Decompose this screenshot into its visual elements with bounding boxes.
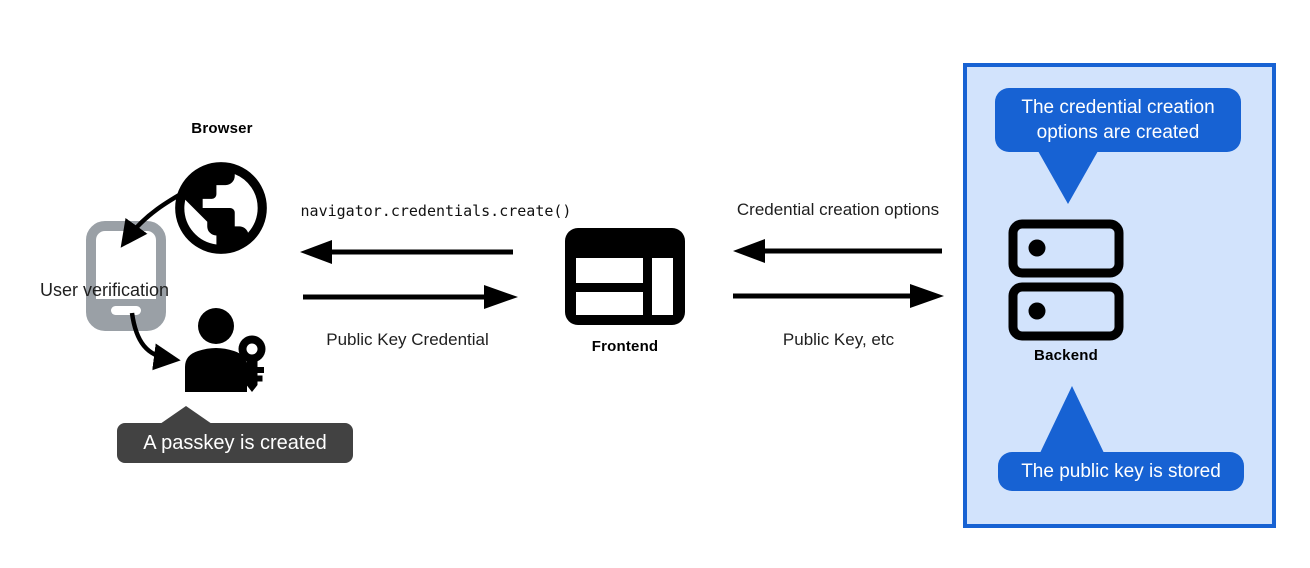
create-call-label: navigator.credentials.create()	[300, 202, 572, 220]
arrow-frontend-to-browser	[300, 240, 513, 264]
frontend-label: Frontend	[591, 338, 659, 355]
options-created-tooltip-text: The credential creation options are crea…	[1021, 97, 1215, 144]
passkey-created-tooltip: A passkey is created	[117, 406, 353, 463]
arrow-backend-to-frontend	[733, 239, 942, 263]
tooltip-pointer-up	[160, 406, 212, 424]
public-key-stored-tooltip: The public key is stored	[998, 386, 1244, 492]
public-key-credential-label: Public Key Credential	[326, 330, 489, 349]
public-key-stored-tooltip-text: The public key is stored	[1021, 461, 1221, 482]
key-icon	[238, 335, 266, 392]
smartphone-icon	[86, 221, 166, 331]
tooltip-pointer-up	[1040, 386, 1104, 453]
user-verification-label: User verification	[40, 280, 170, 300]
arrow-frontend-to-backend	[733, 284, 944, 308]
credential-creation-options-label: Credential creation options	[736, 200, 940, 219]
tooltip-pointer-down	[1038, 151, 1098, 205]
passkey-created-tooltip-text: A passkey is created	[143, 432, 327, 454]
backend-label: Backend	[1034, 347, 1098, 364]
backend-server-icon	[1008, 219, 1124, 341]
passkey-user-icon	[185, 308, 266, 392]
person-icon	[185, 308, 247, 392]
arrow-browser-to-frontend	[303, 285, 518, 309]
browser-globe-icon	[175, 162, 267, 254]
frontend-window-icon	[565, 228, 685, 325]
options-created-tooltip: The credential creation options are crea…	[995, 88, 1241, 205]
browser-label: Browser	[191, 120, 253, 137]
public-key-etc-label: Public Key, etc	[782, 330, 895, 349]
